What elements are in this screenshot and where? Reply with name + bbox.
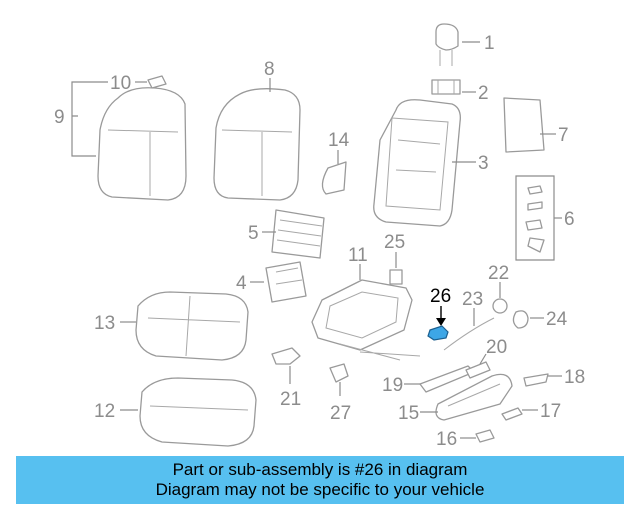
parts-diagram: 1 2 3 4 5 6 7 8 9 10 11 12 13 14 15 16 1… <box>54 23 585 450</box>
part-23-cable <box>443 317 495 351</box>
callout-15: 15 <box>398 403 419 424</box>
callout-17: 17 <box>540 401 561 422</box>
part-13-cushion-cover <box>135 291 249 361</box>
banner-line-2: Diagram may not be specific to your vehi… <box>155 480 485 499</box>
part-25-clip <box>389 269 403 285</box>
part-18-knob <box>523 373 549 387</box>
callout-8: 8 <box>264 59 275 80</box>
part-20-switch <box>465 361 491 379</box>
part-1-headrest <box>435 23 459 51</box>
callout-12: 12 <box>94 401 115 422</box>
callout-11: 11 <box>348 245 368 266</box>
callout-1: 1 <box>484 33 495 54</box>
callout-21: 21 <box>280 389 301 410</box>
callout-7: 7 <box>558 125 569 146</box>
arrow-26 <box>436 318 446 326</box>
part-21-bracket <box>271 347 301 365</box>
callout-26: 26 <box>430 286 451 307</box>
callout-23: 23 <box>462 289 483 310</box>
callout-14: 14 <box>328 130 350 151</box>
callout-20: 20 <box>486 337 507 358</box>
callout-5: 5 <box>248 223 259 244</box>
part-8-seat-back-pad <box>213 88 301 201</box>
part-9-seams <box>107 129 179 196</box>
part-22-knob <box>492 298 508 314</box>
part-9-seat-back-cover <box>97 87 187 201</box>
callout-6: 6 <box>564 209 575 230</box>
callout-19: 19 <box>382 375 403 396</box>
callout-18: 18 <box>564 367 585 388</box>
callout-27: 27 <box>330 403 351 424</box>
banner-line-1: Part or sub-assembly is #26 in diagram <box>172 460 468 479</box>
part-7-back-panel <box>503 97 545 153</box>
callout-16: 16 <box>436 429 457 450</box>
callout-13: 13 <box>94 313 115 334</box>
part-27-cover <box>329 363 349 383</box>
part-24-knob <box>512 310 529 329</box>
part-3-seat-back-frame <box>373 99 461 227</box>
part-11-seat-frame <box>311 279 413 351</box>
part-14-bracket <box>321 161 347 195</box>
callout-2: 2 <box>478 83 489 104</box>
leader-20 <box>479 353 487 365</box>
part-12-cushion-pad <box>139 377 257 447</box>
part-5-lumbar <box>271 209 325 259</box>
part-8-seams <box>221 129 293 196</box>
callout-25: 25 <box>384 232 405 253</box>
callout-4: 4 <box>236 273 247 294</box>
part-6-fasteners <box>525 185 545 253</box>
part-26-highlighted <box>427 325 449 341</box>
callout-3: 3 <box>478 153 489 174</box>
callout-9: 9 <box>54 107 65 128</box>
part-16-clip <box>475 429 495 443</box>
part-17-knob <box>501 407 523 421</box>
part-2-guide <box>431 79 461 95</box>
leader-9 <box>71 81 108 157</box>
callout-22: 22 <box>488 263 509 284</box>
callout-24: 24 <box>546 309 568 330</box>
callout-10: 10 <box>110 73 131 94</box>
part-10-clip <box>147 75 167 89</box>
part-6-fastener-box <box>515 175 555 261</box>
info-banner: Part or sub-assembly is #26 in diagram D… <box>16 456 624 504</box>
